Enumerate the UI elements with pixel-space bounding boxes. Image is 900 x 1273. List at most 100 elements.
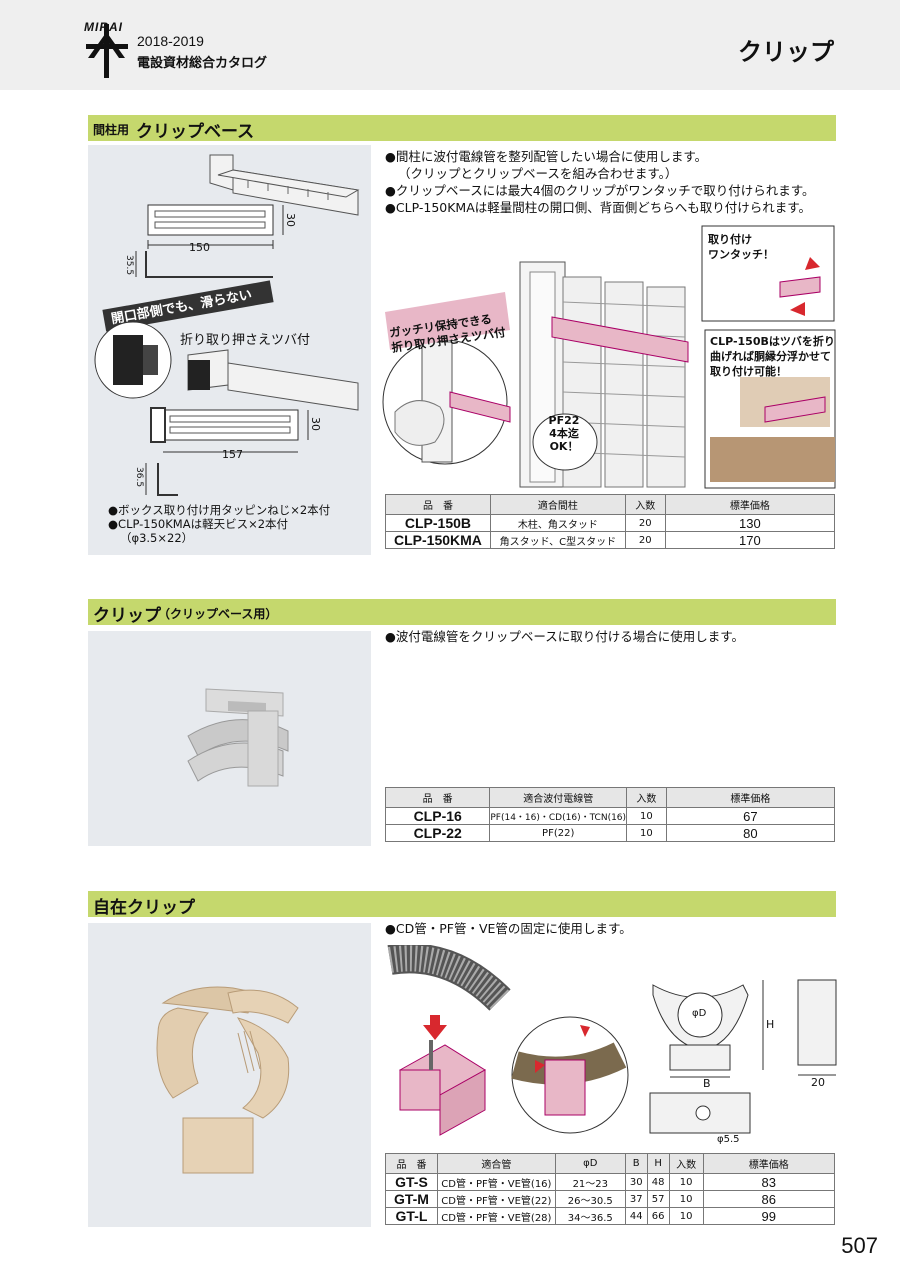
product-code: GT-L	[385, 1207, 438, 1225]
clip-base-spec-table: 品 番 適合間柱 入数 標準価格 CLP-150B 木柱、角スタッド 20 13…	[385, 494, 836, 549]
dim-b-value: 30	[624, 1173, 648, 1191]
section-prefix: 間柱用	[93, 123, 130, 137]
table-row: CLP-150KMA 角スタッド、C型スタッド 20 170	[385, 531, 836, 549]
flex-clip-description: ●CD管・PF管・VE管の固定に使用します。	[385, 920, 632, 937]
callout-line: PF22	[548, 414, 580, 427]
catalog-name: 電設資材総合カタログ	[137, 56, 268, 71]
product-code: GT-S	[385, 1173, 438, 1191]
price: 86	[702, 1190, 836, 1208]
product-code: GT-M	[385, 1190, 438, 1208]
price: 130	[664, 514, 836, 532]
compatible-conduit: PF(14・16)・CD(16)・TCN(16)	[489, 807, 628, 825]
price: 80	[665, 824, 836, 842]
dim-height-1: 30	[284, 213, 297, 227]
price: 67	[665, 807, 836, 825]
col-header: 品 番	[385, 494, 491, 515]
callout-line: OK！	[549, 440, 579, 453]
product-code: CLP-150B	[385, 514, 491, 532]
section-subtitle: （クリップベース用）	[158, 607, 278, 621]
compatible-stud: 木柱、角スタッド	[489, 514, 626, 532]
pack-qty: 20	[624, 531, 666, 549]
compatible-conduit: PF(22)	[489, 824, 628, 842]
compatible-pipe: CD管・PF管・VE管(28)	[436, 1207, 556, 1225]
dim-depth-2: 36.5	[134, 467, 144, 488]
callout-line: ワンタッチ！	[708, 248, 774, 261]
table-row: GT-S CD管・PF管・VE管(16) 21～23 30 48 10 83	[385, 1173, 836, 1191]
section-title: クリップベース	[136, 122, 255, 142]
product-image-panel-clip-base: 150 30 35.5 開口部側でも、滑らない 折り取り押さえツバ付 157 3…	[88, 145, 371, 555]
col-header: 適合波付電線管	[489, 787, 628, 808]
pf22-callout: PF22 4本迄 OK！	[546, 414, 582, 453]
float-mount-callout: CLP-150Bはツバを折り 曲げれば胴縁分浮かせて 取り付け可能！	[710, 334, 835, 379]
installation-illustration	[382, 225, 836, 489]
price: 83	[702, 1173, 836, 1191]
col-header: 入数	[624, 494, 666, 515]
clip-photo	[187, 688, 289, 787]
clip-spec-table: 品 番 適合波付電線管 入数 標準価格 CLP-16 PF(14・16)・CD(…	[384, 787, 836, 842]
dim-width: 20	[811, 1076, 825, 1089]
dim-b-value: 44	[624, 1207, 648, 1225]
brand-logo-text: MIRAI	[84, 20, 123, 34]
note-line: ●CLP-150KMAは軽天ビス×2本付	[108, 517, 289, 531]
compatible-pipe: CD管・PF管・VE管(22)	[436, 1190, 556, 1208]
price: 99	[702, 1207, 836, 1225]
dim-width-2: 157	[222, 448, 243, 461]
pack-qty: 10	[626, 807, 667, 825]
flex-clip-spec-table: 品 番 適合管 φD B H 入数 標準価格 GT-S CD管・PF管・VE管(…	[385, 1153, 836, 1225]
mirai-logo-icon	[86, 24, 128, 78]
note-line: ●ボックス取り付け用タッピンねじ×2本付	[108, 503, 331, 517]
col-header: 品 番	[385, 1153, 438, 1174]
col-header: 標準価格	[664, 494, 836, 515]
callout-line: 取り付け	[708, 233, 752, 246]
bullet-line: ●波付電線管をクリップベースに取り付ける場合に使用します。	[385, 629, 745, 644]
bullet-line: ●CLP-150KMAは軽量間柱の開口側、背面側どちらへも取り付けられます。	[385, 200, 812, 215]
bullet-line: ●間柱に波付電線管を整列配管したい場合に使用します。	[385, 149, 708, 164]
product-code: CLP-150KMA	[385, 531, 491, 549]
dim-depth-1: 35.5	[124, 255, 134, 276]
pack-qty: 10	[668, 1190, 704, 1208]
col-header: B	[624, 1153, 648, 1174]
table-header-row: 品 番 適合管 φD B H 入数 標準価格	[385, 1153, 836, 1174]
product-image-panel-flex-clip	[88, 923, 371, 1227]
table-row: CLP-16 PF(14・16)・CD(16)・TCN(16) 10 67	[384, 807, 836, 825]
callout-line: 曲げれば胴縁分浮かせて	[710, 350, 831, 363]
dim-height-2: 30	[309, 417, 322, 431]
table-row: GT-L CD管・PF管・VE管(28) 34～36.5 44 66 10 99	[385, 1207, 836, 1225]
page-header: MIRAI 2018-2019 電設資材総合カタログ クリップ	[0, 0, 900, 90]
clip-description: ●波付電線管をクリップベースに取り付ける場合に使用します。	[385, 628, 744, 645]
clip-base-notes: ●ボックス取り付け用タッピンねじ×2本付 ●CLP-150KMAは軽天ビス×2本…	[108, 503, 330, 545]
table-header-row: 品 番 適合波付電線管 入数 標準価格	[384, 787, 836, 808]
section-title: クリップ	[93, 606, 161, 626]
dim-phi-d: φD	[692, 1008, 707, 1019]
col-header: 標準価格	[665, 787, 836, 808]
pack-qty: 10	[626, 824, 667, 842]
price: 170	[664, 531, 836, 549]
col-header: 標準価格	[702, 1153, 836, 1174]
dim-h-value: 66	[646, 1207, 670, 1225]
bullet-line: ●CD管・PF管・VE管の固定に使用します。	[385, 921, 632, 936]
table-row: CLP-150B 木柱、角スタッド 20 130	[385, 514, 836, 532]
product-code: CLP-22	[384, 824, 491, 842]
compatible-pipe: CD管・PF管・VE管(16)	[436, 1173, 556, 1191]
bullet-line: （クリップとクリップベースを組み合わせます。）	[398, 166, 678, 181]
dim-h-value: 48	[646, 1173, 670, 1191]
page-title: クリップ	[738, 38, 834, 66]
onetouch-callout: 取り付け ワンタッチ！	[708, 232, 774, 262]
product-code: CLP-16	[384, 807, 491, 825]
product-image-panel-clip	[88, 631, 371, 846]
clip-base-description: ●間柱に波付電線管を整列配管したい場合に使用します。 （クリップとクリップベース…	[385, 148, 815, 216]
table-row: CLP-22 PF(22) 10 80	[384, 824, 836, 842]
col-header: 入数	[626, 787, 667, 808]
dim-hole: φ5.5	[717, 1134, 740, 1145]
callout-line: CLP-150Bはツバを折り	[710, 335, 835, 348]
flex-clip-illustrations	[387, 945, 837, 1136]
dim-h-value: 57	[646, 1190, 670, 1208]
callout-line: 4本迄	[549, 427, 579, 440]
section-bar-clip: クリップ （クリップベース用）	[88, 599, 836, 626]
col-header: 入数	[668, 1153, 704, 1174]
section-bar-flex-clip: 自在クリップ	[88, 891, 836, 918]
flex-clip-photo	[156, 986, 299, 1174]
dim-b: B	[703, 1077, 711, 1090]
col-header: φD	[554, 1153, 626, 1174]
bullet-line: ●クリップベースには最大4個のクリップがワンタッチで取り付けられます。	[385, 183, 815, 198]
